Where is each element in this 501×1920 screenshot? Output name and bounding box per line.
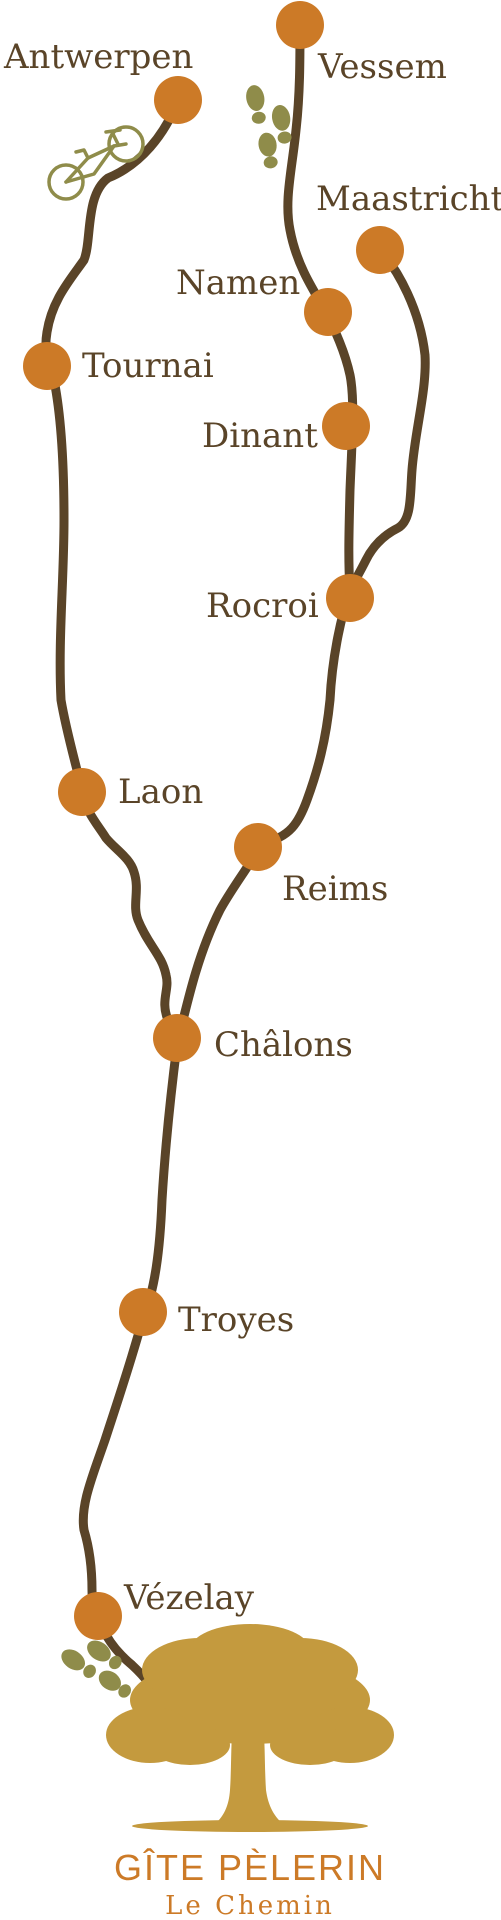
route-maastricht-rocroi (345, 245, 430, 595)
stop-marker-vessem[interactable] (276, 1, 324, 49)
route-reims-chalons (172, 838, 267, 1050)
city-label-vessem: Vessem (317, 47, 447, 87)
stop-markers (23, 1, 404, 1640)
brand-title: GÎTE PÈLERIN (114, 1847, 386, 1888)
city-labels: Antwerpen Vessem Maastricht Namen Tourna… (3, 37, 501, 1618)
route-chalons-troyes (138, 1040, 182, 1323)
stop-marker-tournai[interactable] (23, 342, 71, 390)
city-label-namen: Namen (176, 263, 300, 303)
stop-marker-troyes[interactable] (119, 1288, 167, 1336)
footprints-icon-vezelay (61, 1640, 131, 1698)
stop-marker-reims[interactable] (234, 823, 282, 871)
footprints-icon (246, 85, 292, 169)
city-label-tournai: Tournai (82, 346, 214, 386)
route-troyes-vezelay (78, 1313, 148, 1621)
stop-marker-namen[interactable] (304, 288, 352, 336)
stop-marker-chalons[interactable] (153, 1014, 201, 1062)
stop-marker-maastricht[interactable] (356, 226, 404, 274)
city-label-dinant: Dinant (202, 416, 318, 456)
stop-marker-vezelay[interactable] (74, 1592, 122, 1640)
city-label-reims: Reims (282, 869, 388, 909)
route-antwerpen-laon (41, 95, 183, 795)
city-label-laon: Laon (118, 772, 203, 812)
stop-marker-laon[interactable] (58, 768, 106, 816)
stop-marker-antwerpen[interactable] (154, 76, 202, 124)
bicycle-icon (47, 125, 145, 201)
city-label-vezelay: Vézelay (123, 1578, 255, 1618)
city-label-chalons: Châlons (214, 1025, 353, 1065)
route-laon-chalons (77, 785, 182, 1050)
tree-icon (106, 1624, 394, 1832)
city-label-troyes: Troyes (178, 1300, 294, 1340)
stop-marker-rocroi[interactable] (326, 574, 374, 622)
route-rocroi-reims (257, 585, 355, 848)
city-label-rocroi: Rocroi (206, 586, 319, 626)
city-label-antwerpen: Antwerpen (3, 37, 193, 77)
stop-marker-dinant[interactable] (322, 402, 370, 450)
brand-subtitle: Le Chemin (165, 1891, 335, 1920)
city-label-maastricht: Maastricht (316, 179, 501, 219)
